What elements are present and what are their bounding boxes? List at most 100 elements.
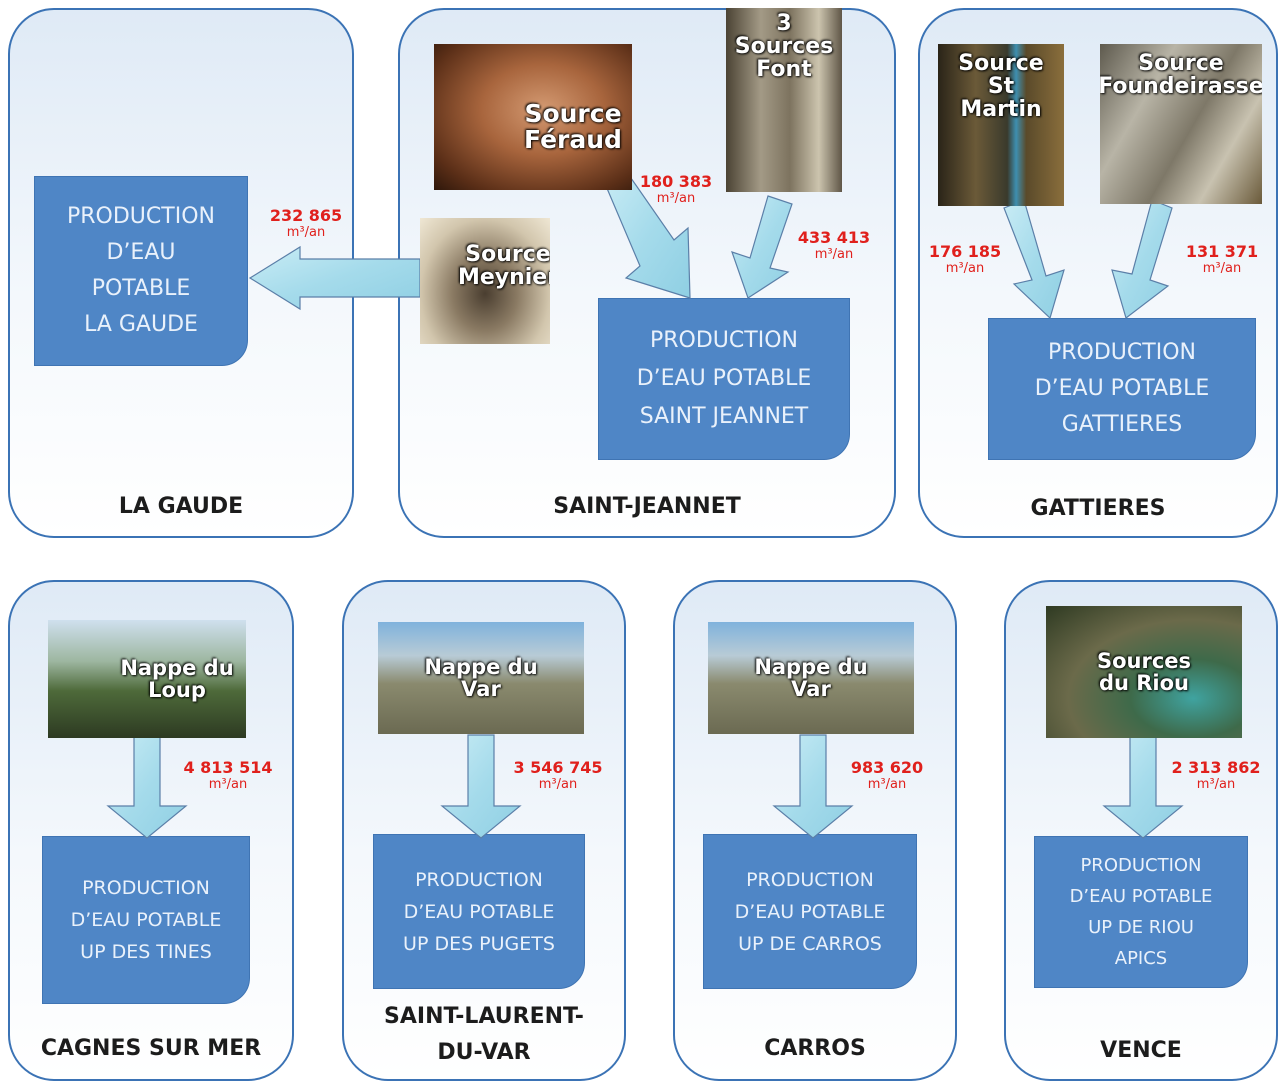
volume-unit: m³/an [208,777,248,792]
arrow-st-martin-to-gattieres [1003,199,1065,320]
production-line: D’EAU POTABLE [403,900,555,923]
source-photo-sources-du-riou: Sources du Riou [1046,606,1242,738]
volume-feraud: 180 383 m³/an [626,172,726,206]
commune-label-cagnes: CAGNES SUR MER [40,1036,262,1061]
production-line: D’EAU POTABLE [1034,376,1210,401]
arrow-feraud-to-saint-jeannet [605,167,691,299]
commune-label-vence: VENCE [1100,1038,1182,1063]
volume-unit: m³/an [538,777,578,792]
source-label: St [987,74,1015,100]
source-label: Var [791,677,831,701]
source-photo-foundeirasse: Source Foundeirasse [1100,44,1262,204]
source-label: Source [465,241,550,267]
arrow-meynier-to-la-gaude [248,245,421,311]
production-line: PRODUCTION [67,204,215,229]
source-photo-meynier: Source Meynier [420,218,550,344]
source-photo-nappe-du-loup: Nappe du Loup [48,620,246,738]
source-label: du Riou [1098,671,1190,695]
source-label: Source [1138,51,1224,76]
commune-label-saint-laurent-1: SAINT-LAURENT- [384,1004,584,1029]
production-line: GATTIERES [1061,412,1183,437]
volume-value: 176 185 [928,242,1002,261]
arrow-var-to-pugets [440,734,522,839]
production-line: D’EAU [106,240,176,265]
production-line: UP DE CARROS [738,932,882,955]
production-line: PRODUCTION [746,868,874,891]
source-photo-nappe-du-var-carros: Nappe du Var [708,622,914,734]
volume-unit: m³/an [656,191,696,206]
source-label: Var [461,677,501,701]
source-label: Source [958,51,1044,76]
source-photo-nappe-du-var-pugets: Nappe du Var [378,622,584,734]
volume-unit: m³/an [867,777,907,792]
production-line: UP DES TINES [80,941,212,963]
production-line: PRODUCTION [82,877,210,899]
source-label: 3 [776,11,792,36]
volume-value: 232 865 [269,206,343,225]
source-label: Féraud [524,125,622,154]
production-line: SAINT JEANNET [639,404,809,429]
volume-value: 433 413 [797,228,871,247]
volume-loup: 4 813 514 m³/an [166,758,290,792]
arrow-foundeirasse-to-gattieres [1111,199,1173,320]
source-label: Sources [1096,648,1192,673]
volume-value: 180 383 [639,172,713,191]
source-label: Nappe du [754,654,868,679]
source-label: Nappe du [120,655,234,680]
volume-riou: 2 313 862 m³/an [1160,758,1272,792]
volume-value: 131 371 [1185,242,1259,261]
source-label: Sources [734,34,834,60]
volume-value: 3 546 745 [513,758,603,777]
source-label: Foundeirasse [1100,74,1262,100]
arrow-loup-to-tines [106,734,188,839]
arrow-3sources-to-saint-jeannet [731,195,793,299]
volume-unit: m³/an [1196,777,1236,792]
production-box-gattieres: PRODUCTION D’EAU POTABLE GATTIERES [988,318,1256,460]
production-line: POTABLE [91,276,191,301]
volume-foundeirasse: 131 371 m³/an [1172,242,1272,276]
production-line: D’EAU POTABLE [70,909,222,931]
commune-label-saint-jeannet: SAINT-JEANNET [553,494,741,519]
production-line: D’EAU POTABLE [734,900,886,923]
volume-unit: m³/an [1202,261,1242,276]
production-line: LA GAUDE [84,312,198,337]
source-label: Font [756,57,812,83]
volume-unit: m³/an [814,247,854,262]
volume-value: 4 813 514 [183,758,273,777]
source-label: Meynier [457,265,550,290]
source-label: Nappe du [424,654,538,679]
commune-label-la-gaude: LA GAUDE [118,494,244,519]
volume-unit: m³/an [286,225,326,240]
production-line: D’EAU POTABLE [636,366,812,391]
production-line: D’EAU POTABLE [1069,886,1213,907]
production-line: PRODUCTION [1080,855,1202,876]
volume-value: 983 620 [850,758,924,777]
production-line: PRODUCTION [1048,340,1196,365]
volume-value: 2 313 862 [1171,758,1261,777]
volume-var-carros: 983 620 m³/an [832,758,942,792]
source-label: Martin [960,97,1042,123]
arrow-var-to-carros [772,734,854,839]
production-line: PRODUCTION [650,328,798,353]
production-line: UP DE RIOU [1088,917,1194,938]
commune-label-gattieres: GATTIERES [1030,496,1166,521]
production-line: APICS [1114,948,1168,969]
source-photo-feraud: Source Féraud [434,44,632,190]
source-label: Source [524,98,622,128]
arrow-riou-to-vence [1102,734,1184,839]
volume-var-pugets: 3 546 745 m³/an [496,758,620,792]
volume-unit: m³/an [945,261,985,276]
production-box-saint-laurent: PRODUCTION D’EAU POTABLE UP DES PUGETS [373,834,585,989]
production-box-la-gaude: PRODUCTION D’EAU POTABLE LA GAUDE [34,176,248,366]
production-box-saint-jeannet: PRODUCTION D’EAU POTABLE SAINT JEANNET [598,298,850,460]
commune-label-carros: CARROS [764,1036,866,1061]
volume-st-martin: 176 185 m³/an [920,242,1010,276]
volume-3-sources-font: 433 413 m³/an [784,228,884,262]
production-box-cagnes: PRODUCTION D’EAU POTABLE UP DES TINES [42,836,250,1004]
production-box-vence: PRODUCTION D’EAU POTABLE UP DE RIOU APIC… [1034,836,1248,988]
production-line: PRODUCTION [415,868,543,891]
source-label: Loup [148,678,206,702]
production-line: UP DES PUGETS [403,932,555,955]
volume-meynier: 232 865 m³/an [256,206,356,240]
